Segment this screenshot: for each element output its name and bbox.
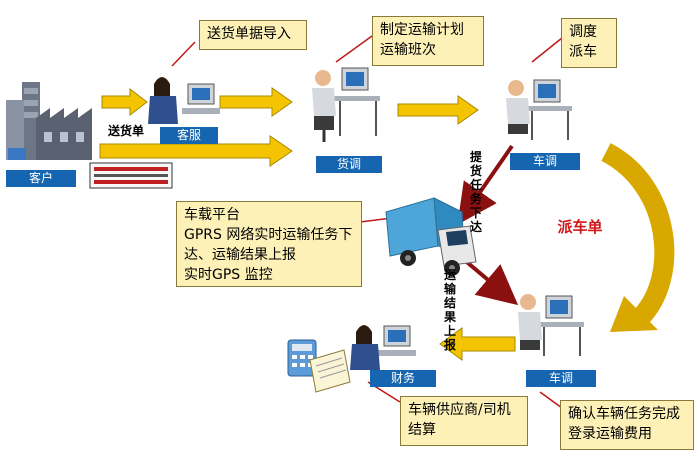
label-delivery-note: 送货单 (107, 124, 144, 138)
truck-icon (385, 197, 477, 276)
arrow-cargo-to-vehicle (397, 95, 479, 125)
service-agent-icon (148, 77, 220, 124)
tag-vehicle-dispatch-bottom: 车调 (526, 370, 596, 387)
label-pickup-task: 提货任务下达 (469, 150, 482, 234)
note-vehicle-platform: 车载平台 GPRS 网络实时运输任务下 达、运输结果上报 实时GPS 监控 (176, 201, 362, 287)
yellow-arrows (99, 87, 516, 361)
ledger-icon (309, 349, 351, 393)
tag-customer: 客户 (6, 170, 76, 187)
factory-icon (6, 82, 92, 160)
label-dispatch-order: 派车单 (557, 218, 603, 236)
curved-arrow (601, 143, 675, 332)
arrow-dispatch-to-finance (439, 327, 516, 361)
note-confirm-task: 确认车辆任务完成 登录运输费用 (560, 400, 694, 450)
note-supplier-settlement: 车辆供应商/司机 结算 (400, 396, 528, 446)
cargo-dispatcher-icon (312, 67, 380, 142)
tag-finance: 财务 (370, 370, 436, 387)
vehicle-dispatcher-bottom-icon (518, 294, 584, 356)
arrow-service-to-cargo (219, 87, 293, 117)
note-import-delivery: 送货单据导入 (199, 20, 307, 50)
arrow-transport-result (460, 256, 519, 306)
arrow-factory-to-cargo (99, 135, 293, 167)
note-transport-plan: 制定运输计划 运输班次 (372, 16, 484, 66)
vehicle-dispatcher-top-icon (506, 79, 572, 140)
tag-vehicle-dispatch-top: 车调 (510, 153, 580, 170)
calculator-icon (287, 339, 317, 377)
delivery-document-icon (89, 162, 173, 189)
tag-cargo-dispatch: 货调 (316, 156, 382, 173)
label-transport-result: 运输结果上报 (443, 268, 456, 352)
arrow-factory-to-service (101, 87, 148, 117)
arrow-pickup-task (457, 144, 514, 225)
finance-clerk-icon (350, 325, 416, 370)
note-dispatch: 调度 派车 (561, 18, 617, 68)
tag-customer-service: 客服 (160, 127, 218, 144)
